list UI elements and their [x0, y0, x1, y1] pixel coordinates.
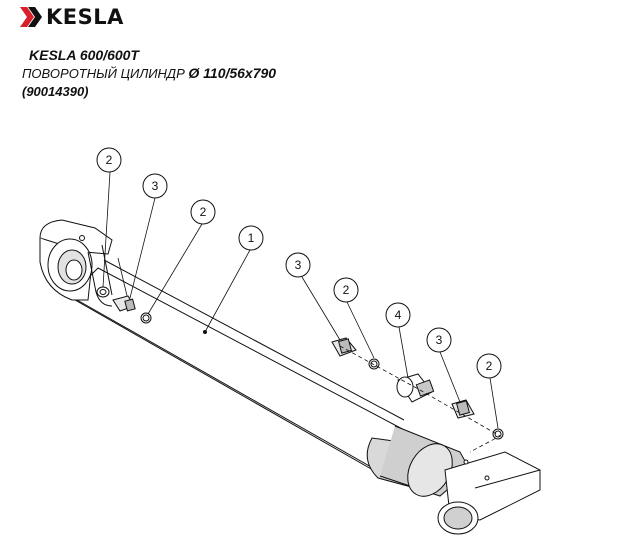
callout-bubble: 2: [190, 199, 216, 225]
part-spec: Ø 110/56x790: [188, 65, 277, 81]
callout-bubble: 1: [238, 225, 264, 251]
callout-bubble: 2: [476, 353, 502, 379]
callout-group: 2 3 2 1 3 2 4 3: [96, 147, 502, 379]
callout-label: 2: [200, 205, 207, 219]
callout-label: 1: [248, 231, 255, 245]
valve: [396, 373, 435, 403]
part-name: ПОВОРОТНЫЙ ЦИЛИНДР: [22, 66, 185, 81]
callout-label: 4: [395, 308, 402, 322]
o-ring-right: [492, 428, 504, 440]
callout-bubble: 3: [426, 327, 452, 353]
fitting-left: [112, 295, 136, 312]
callout-bubble: 3: [142, 173, 168, 199]
callout-label: 3: [152, 179, 159, 193]
callout-bubble: 2: [333, 277, 359, 303]
part-description: ПОВОРОТНЫЙ ЦИЛИНДР Ø 110/56x790: [22, 64, 276, 83]
leader-lines: [102, 171, 499, 429]
callout-label: 2: [106, 153, 113, 167]
o-ring-left: [140, 312, 152, 324]
o-ring-middle: [368, 358, 380, 370]
callout-label: 3: [436, 333, 443, 347]
callout-label: 2: [486, 359, 493, 373]
callout-label: 3: [295, 258, 302, 272]
callout-bubble: 2: [96, 147, 122, 173]
brand-logo: KESLA: [20, 5, 124, 29]
port-o-ring-left: [96, 286, 110, 298]
brand-name: KESLA: [46, 5, 124, 29]
model-title: KESLA 600/600T: [29, 47, 139, 63]
callout-bubble: 3: [285, 252, 311, 278]
fitting-right: [451, 399, 475, 419]
callout-bubble: 4: [385, 302, 411, 328]
part-number: (90014390): [22, 84, 89, 99]
callout-label: 2: [343, 283, 350, 297]
fitting-middle: [331, 337, 357, 357]
cylinder-body: [39, 219, 541, 535]
kesla-chevron-icon: [20, 7, 42, 27]
diagram-header: KESLA 600/600T ПОВОРОТНЫЙ ЦИЛИНДР Ø 110/…: [22, 46, 276, 101]
